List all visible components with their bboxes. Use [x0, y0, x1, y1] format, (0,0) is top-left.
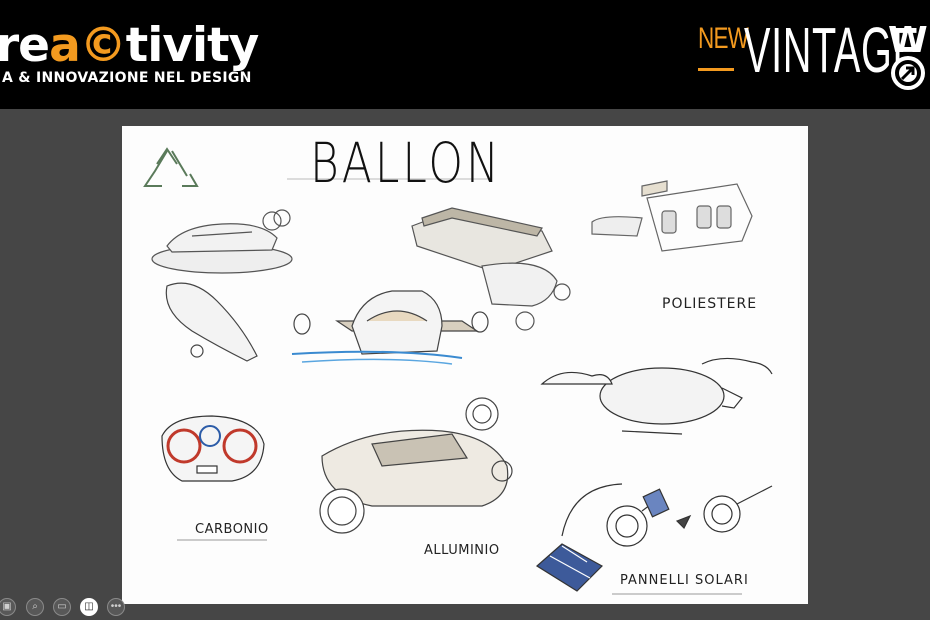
vintage-car-sketch [161, 415, 265, 482]
presentation-header: rea©tivity A & INNOVAZIONE NEL DESIGN NE… [0, 0, 930, 109]
blimp-sketch-large [540, 357, 773, 435]
solar-panel-sketch [535, 483, 773, 592]
hovercraft-sketch [151, 209, 293, 274]
w-logo: W [888, 20, 928, 61]
subtitles-icon[interactable]: ▭ [53, 598, 71, 616]
logo-tagline: A & INNOVAZIONE NEL DESIGN [2, 70, 252, 86]
presentation-toolbar: ▣ ⌕ ▭ ◫ ••• [0, 596, 140, 620]
flying-car-large-sketch [319, 397, 513, 534]
flying-car-sketch [291, 290, 489, 365]
brand-new-text: NEW [698, 22, 749, 55]
label-carbonio: CARBONIO [195, 522, 269, 537]
label-pannelli-solari: PANNELLI SOLARI [620, 573, 749, 588]
sketch-drawing [143, 147, 773, 595]
more-icon[interactable]: ••• [107, 598, 125, 616]
design-sketch-image: BALLON POLIESTERE CARBONIO ALLUMINIO PAN… [122, 126, 808, 604]
sketch-title: BALLON [310, 132, 502, 196]
arrow-circle-icon [891, 56, 925, 90]
creactivity-logo: rea©tivity [0, 18, 259, 73]
car-interior-sketch [591, 180, 753, 252]
camera-icon[interactable]: ◫ [80, 598, 98, 616]
concept-car-sketch [411, 207, 571, 331]
zoom-icon[interactable]: ⌕ [26, 598, 44, 616]
slides-icon[interactable]: ▣ [0, 598, 16, 616]
blimp-sketch-small [165, 282, 258, 362]
label-poliestere: POLIESTERE [662, 296, 758, 312]
brand-vintage-text: VINTAGE [744, 14, 920, 86]
brand-underline [698, 68, 734, 71]
recycle-icon [143, 147, 199, 187]
label-alluminio: ALLUMINIO [424, 543, 500, 558]
